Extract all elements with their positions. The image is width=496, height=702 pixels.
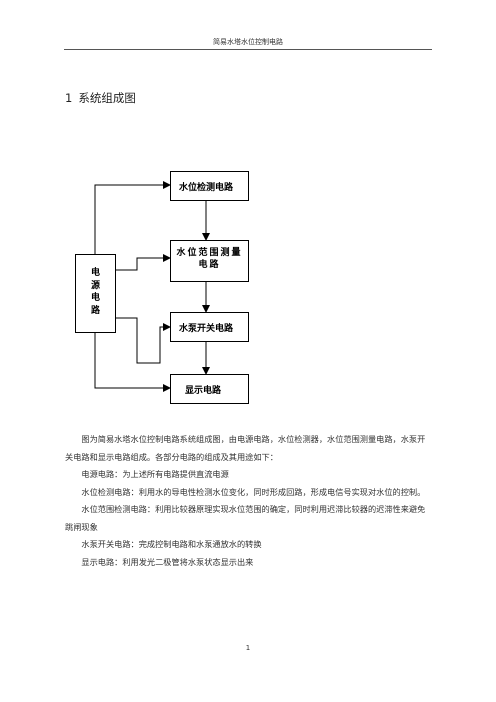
paragraph-display: 显示电路：利用发光二极管将水泵状态显示出来: [81, 556, 254, 567]
feed-box1: [94, 181, 171, 254]
power-supply-label: 电源电路: [90, 268, 100, 316]
section-number: 1: [65, 91, 73, 105]
paragraph-pump: 水泵开关电路：完成控制电路和水泵通放水的转换: [81, 539, 262, 549]
page-number: 1: [245, 644, 251, 652]
water-level-detection-label: 水位检测电路: [179, 183, 234, 193]
power-supply-box: 电源电路: [75, 254, 116, 333]
section-title: 系统组成图: [78, 91, 136, 105]
water-level-range-label: 水位范围测量电路: [176, 248, 243, 270]
feed-box3: [116, 317, 171, 364]
pump-switch-box: 水泵开关电路: [170, 312, 249, 342]
paragraph-detection: 水位检测电路：利用水的导电性检测水位变化，同时形成回路，形成电信号实现对水位的控…: [81, 486, 426, 497]
feed-box2: [116, 254, 171, 271]
header-rule: [64, 49, 432, 50]
paragraph-overview: 图为简易水塔水位控制电路系统组成图，由电源电路，水位检测器，水位范围测量电路，水…: [65, 434, 426, 462]
display-label: 显示电路: [185, 386, 222, 396]
feed-box4: [94, 333, 171, 392]
body-text: 图为简易水塔水位控制电路系统组成图，由电源电路，水位检测器，水位范围测量电路，水…: [65, 431, 433, 571]
paragraph-power: 电源电路：为上述所有电路提供直流电源: [81, 469, 229, 479]
page-header: 简易水塔水位控制电路: [213, 38, 283, 46]
paragraph-range: 水位范围检测电路：利用比较器原理实现水位范围的确定，同时利用迟滞比较器的迟滞性来…: [65, 504, 426, 532]
water-level-detection-box: 水位检测电路: [170, 171, 249, 201]
pump-switch-label: 水泵开关电路: [179, 324, 234, 334]
water-level-range-box: 水位范围测量电路: [170, 240, 249, 282]
display-box: 显示电路: [170, 374, 249, 404]
section-heading: 1 系统组成图: [65, 90, 136, 106]
